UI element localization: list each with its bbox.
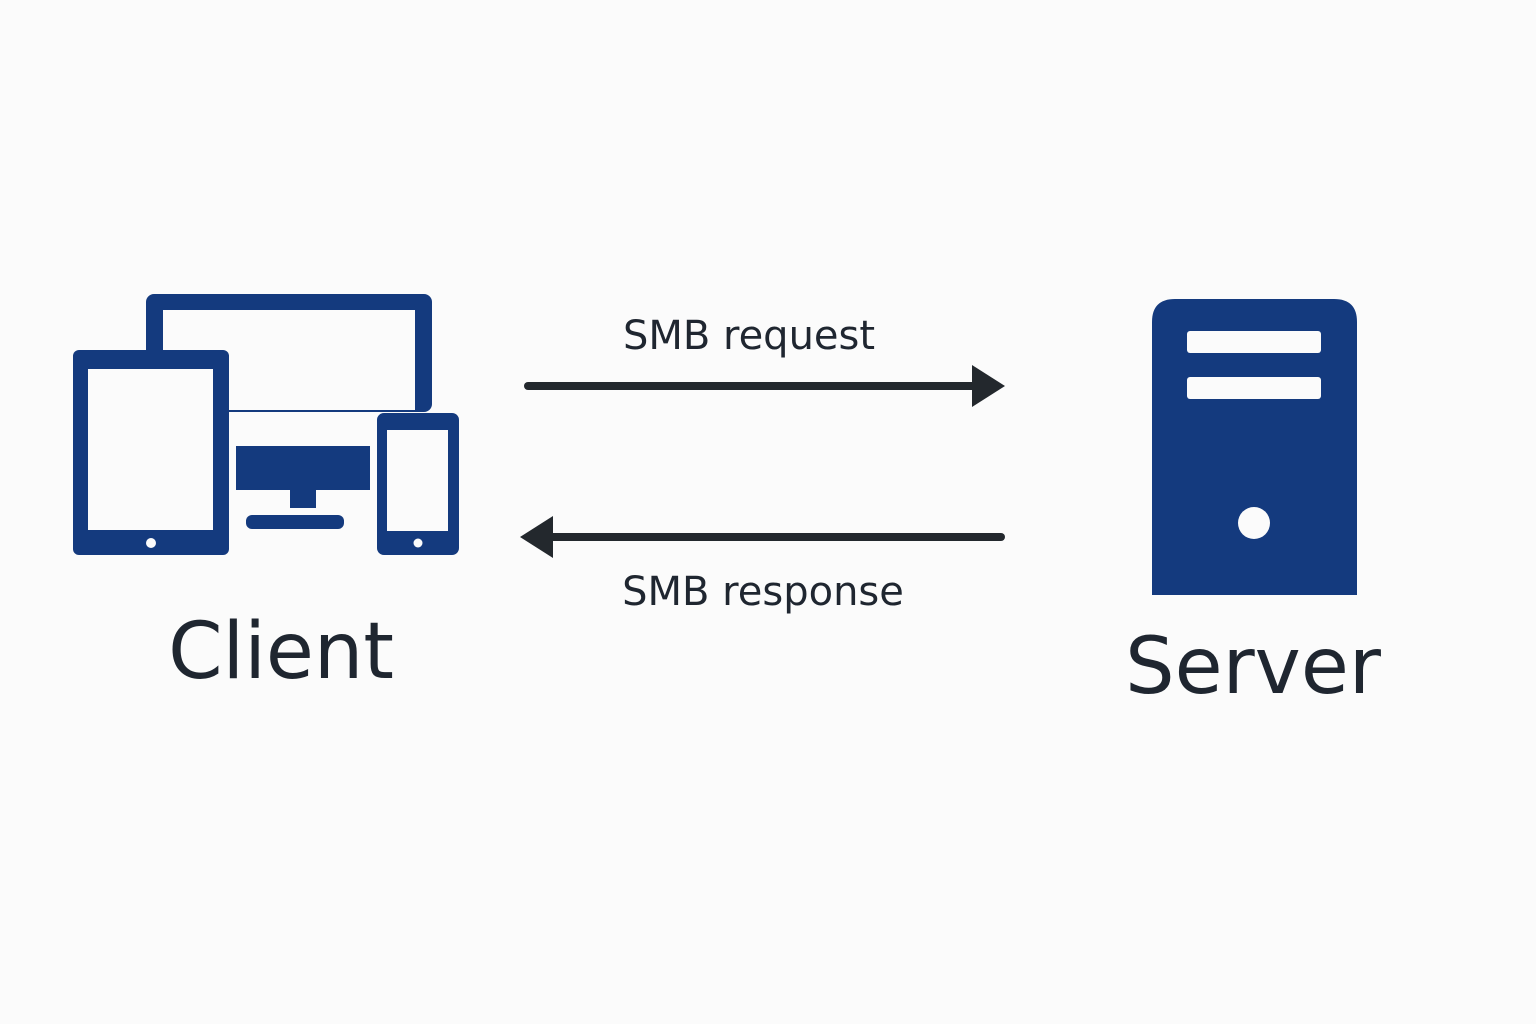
phone-icon (377, 413, 459, 555)
client-label: Client (168, 607, 394, 697)
power-button-icon (1238, 507, 1270, 539)
request-label: SMB request (622, 313, 876, 359)
tablet-icon (73, 350, 229, 555)
response-label: SMB response (622, 569, 904, 615)
request-arrow (524, 365, 1005, 407)
server-label: Server (1125, 622, 1381, 712)
server-tower-icon (1152, 299, 1357, 595)
devices-icon (73, 294, 459, 555)
drive-bay-icon (1187, 331, 1321, 353)
response-arrow (520, 516, 1005, 558)
drive-bay-icon (1187, 377, 1321, 399)
